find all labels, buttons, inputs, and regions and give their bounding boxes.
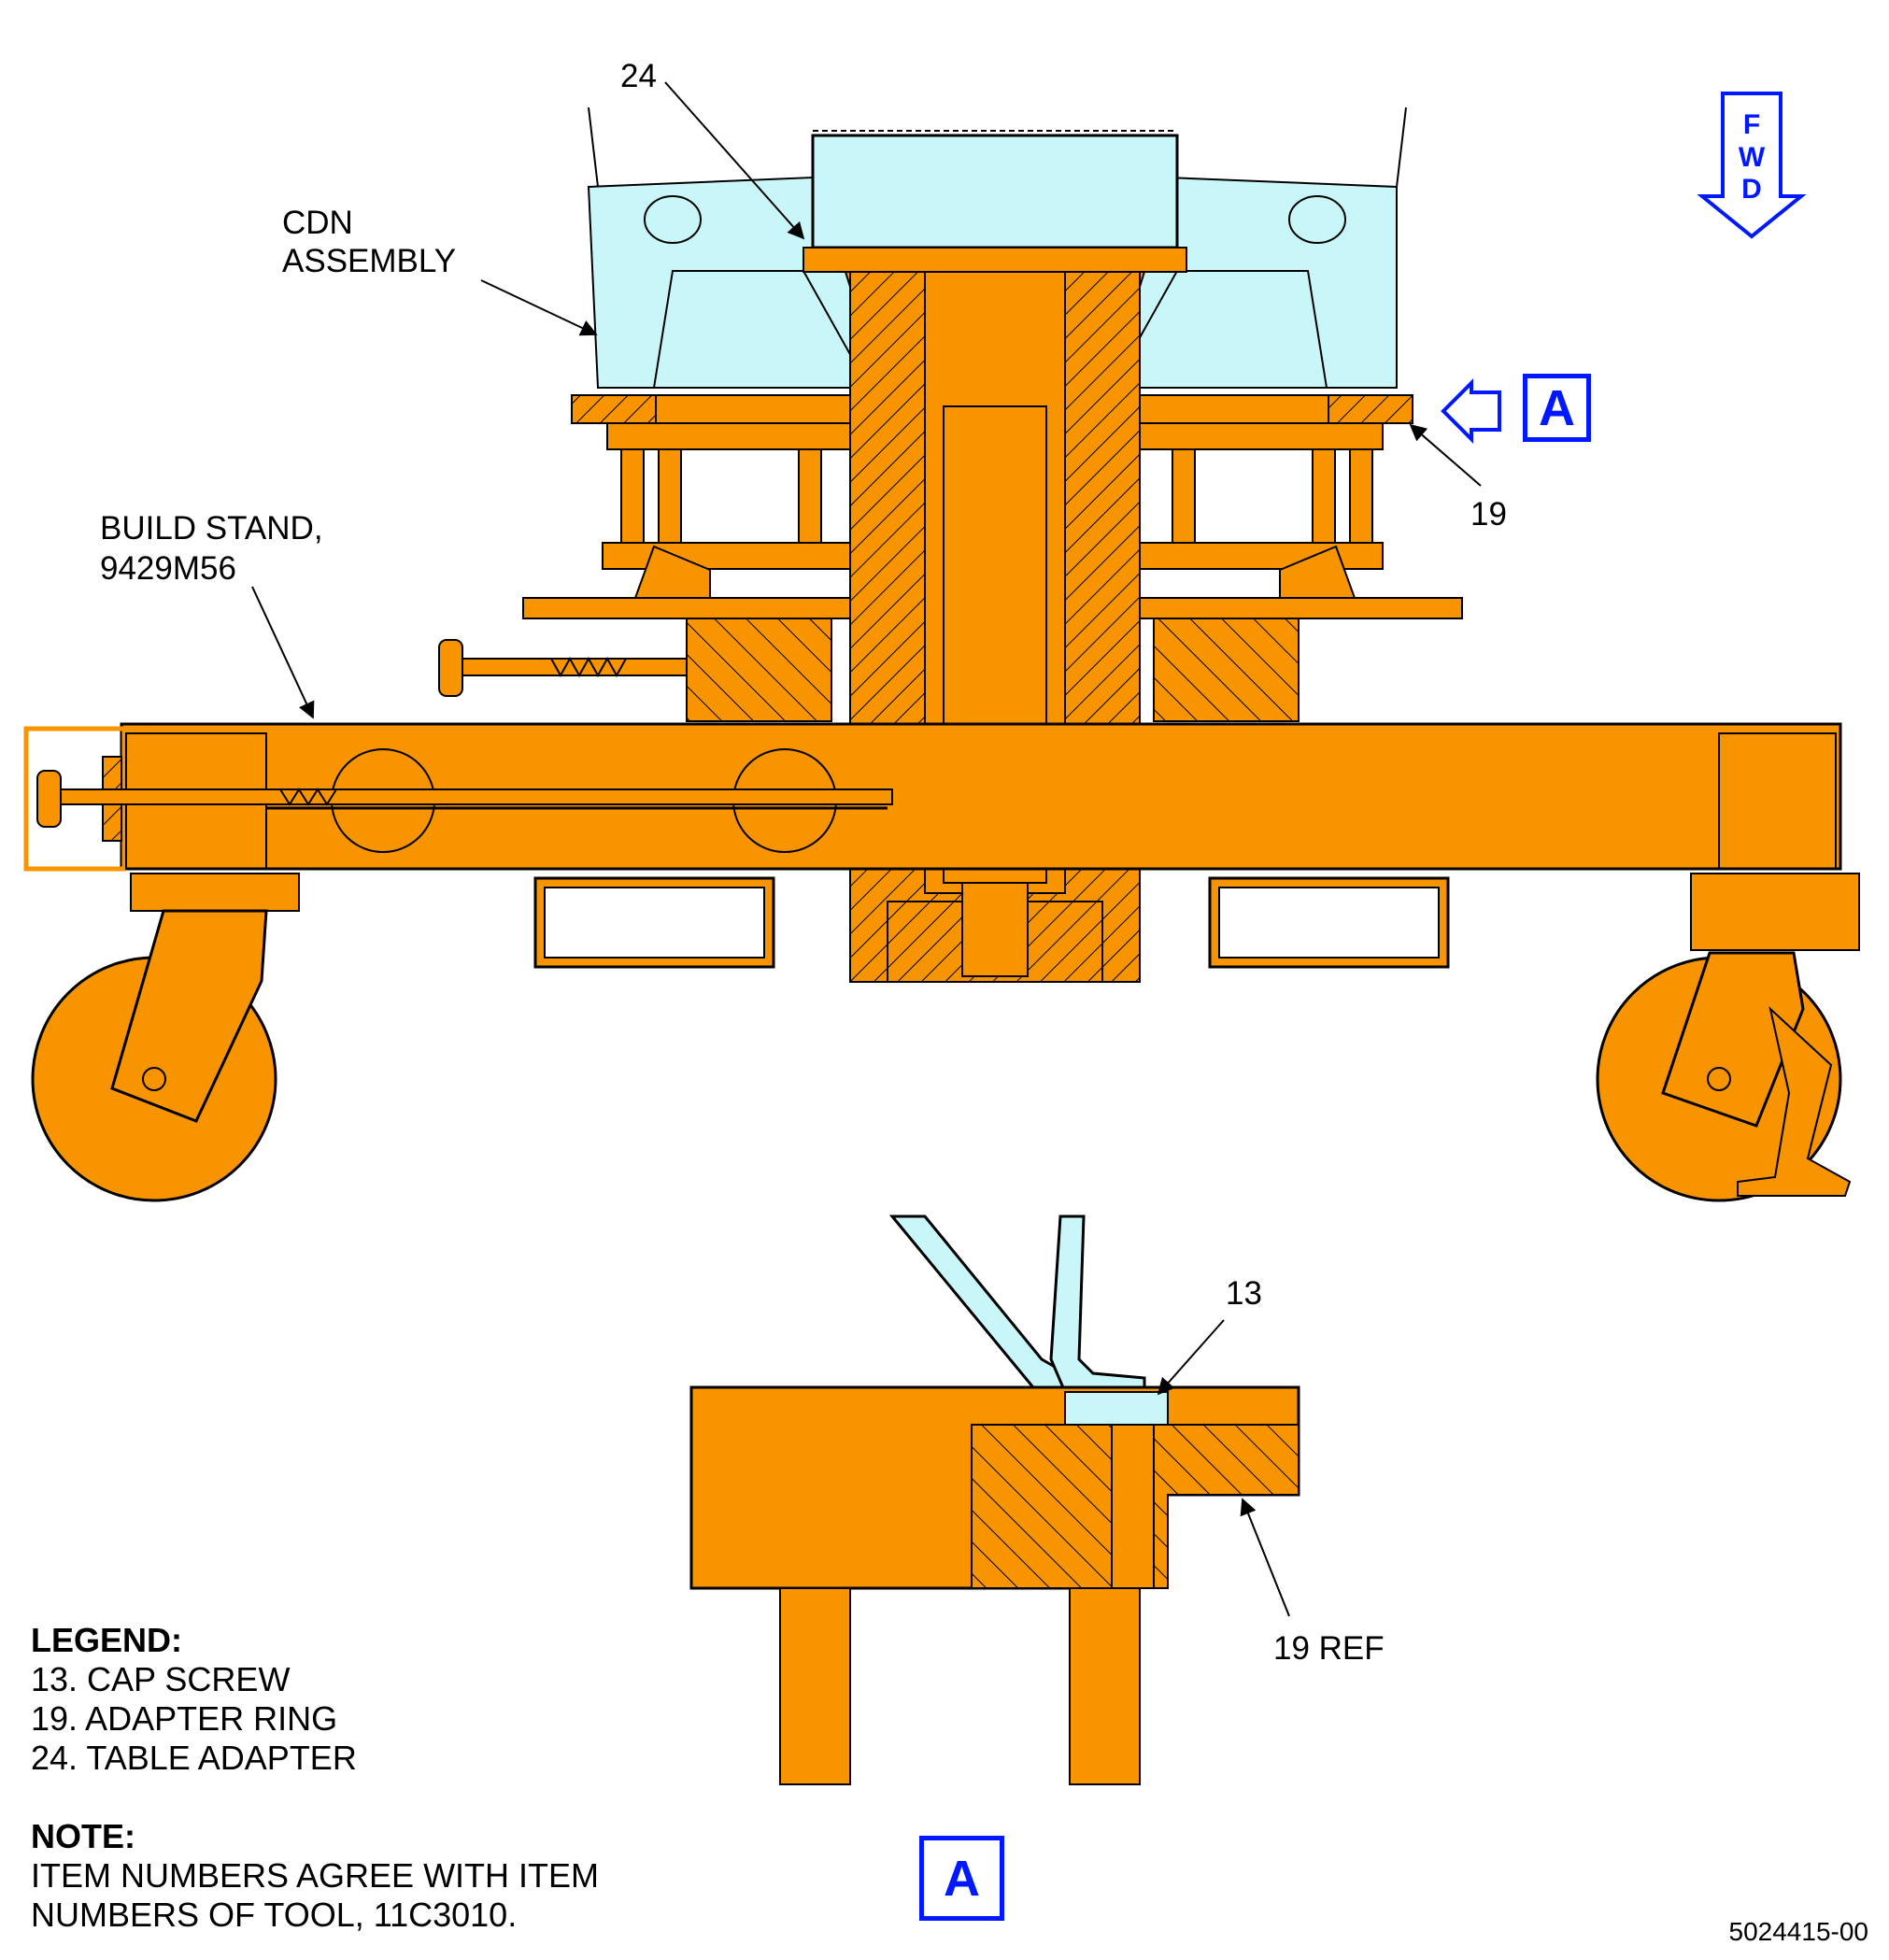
- leader-build-stand: [251, 586, 315, 719]
- note: NOTE: ITEM NUMBERS AGREE WITH ITEM NUMBE…: [31, 1817, 599, 1935]
- callout-cdn-line1: CDN: [282, 205, 353, 241]
- legend-item: 24. TABLE ADAPTER: [31, 1739, 357, 1777]
- callout-19-ref: 19 REF: [1273, 1630, 1385, 1667]
- right-caster: [1596, 873, 1860, 1202]
- legend-item: 19. ADAPTER RING: [31, 1699, 338, 1738]
- detail-a: [689, 1214, 1300, 1785]
- callout-cdn-line2: ASSEMBLY: [282, 243, 456, 279]
- figure-id: 5024415-00: [1728, 1917, 1868, 1946]
- leader-lines: [251, 81, 1482, 1617]
- note-title: NOTE:: [31, 1817, 135, 1855]
- fwd-letter-w: W: [1739, 142, 1766, 173]
- left-caster: [31, 873, 300, 1202]
- callout-build-stand-line2: 9429M56: [100, 550, 236, 587]
- note-line: ITEM NUMBERS AGREE WITH ITEM: [31, 1856, 600, 1895]
- fwd-arrow-icon: F W D: [1697, 92, 1807, 239]
- leader-13: [1157, 1319, 1225, 1396]
- legend-title: LEGEND:: [31, 1621, 182, 1659]
- adjustment-screw-upper: [438, 639, 688, 697]
- leader-19-ref: [1240, 1498, 1290, 1617]
- leader-24: [664, 81, 805, 240]
- fwd-letter-f: F: [1743, 109, 1760, 140]
- callout-13: 13: [1226, 1275, 1262, 1312]
- callout-24: 24: [620, 58, 657, 94]
- leader-19: [1409, 423, 1482, 487]
- legend-item: 13. CAP SCREW: [31, 1660, 291, 1698]
- view-a-marker-main: A: [1523, 374, 1591, 442]
- fwd-letter-d: D: [1741, 174, 1762, 205]
- callout-build-stand-line1: BUILD STAND,: [100, 510, 323, 547]
- leader-cdn: [480, 279, 598, 336]
- view-a-marker-detail: A: [919, 1836, 1004, 1921]
- center-post: [849, 271, 1141, 983]
- build-stand: [23, 722, 1842, 969]
- note-line: NUMBERS OF TOOL, 11C3010.: [31, 1896, 518, 1934]
- callout-19: 19: [1470, 496, 1507, 533]
- legend: LEGEND: 13. CAP SCREW 19. ADAPTER RING 2…: [31, 1621, 357, 1778]
- view-a-arrow-icon: [1441, 378, 1501, 444]
- adjustment-screw-lower: [36, 756, 893, 842]
